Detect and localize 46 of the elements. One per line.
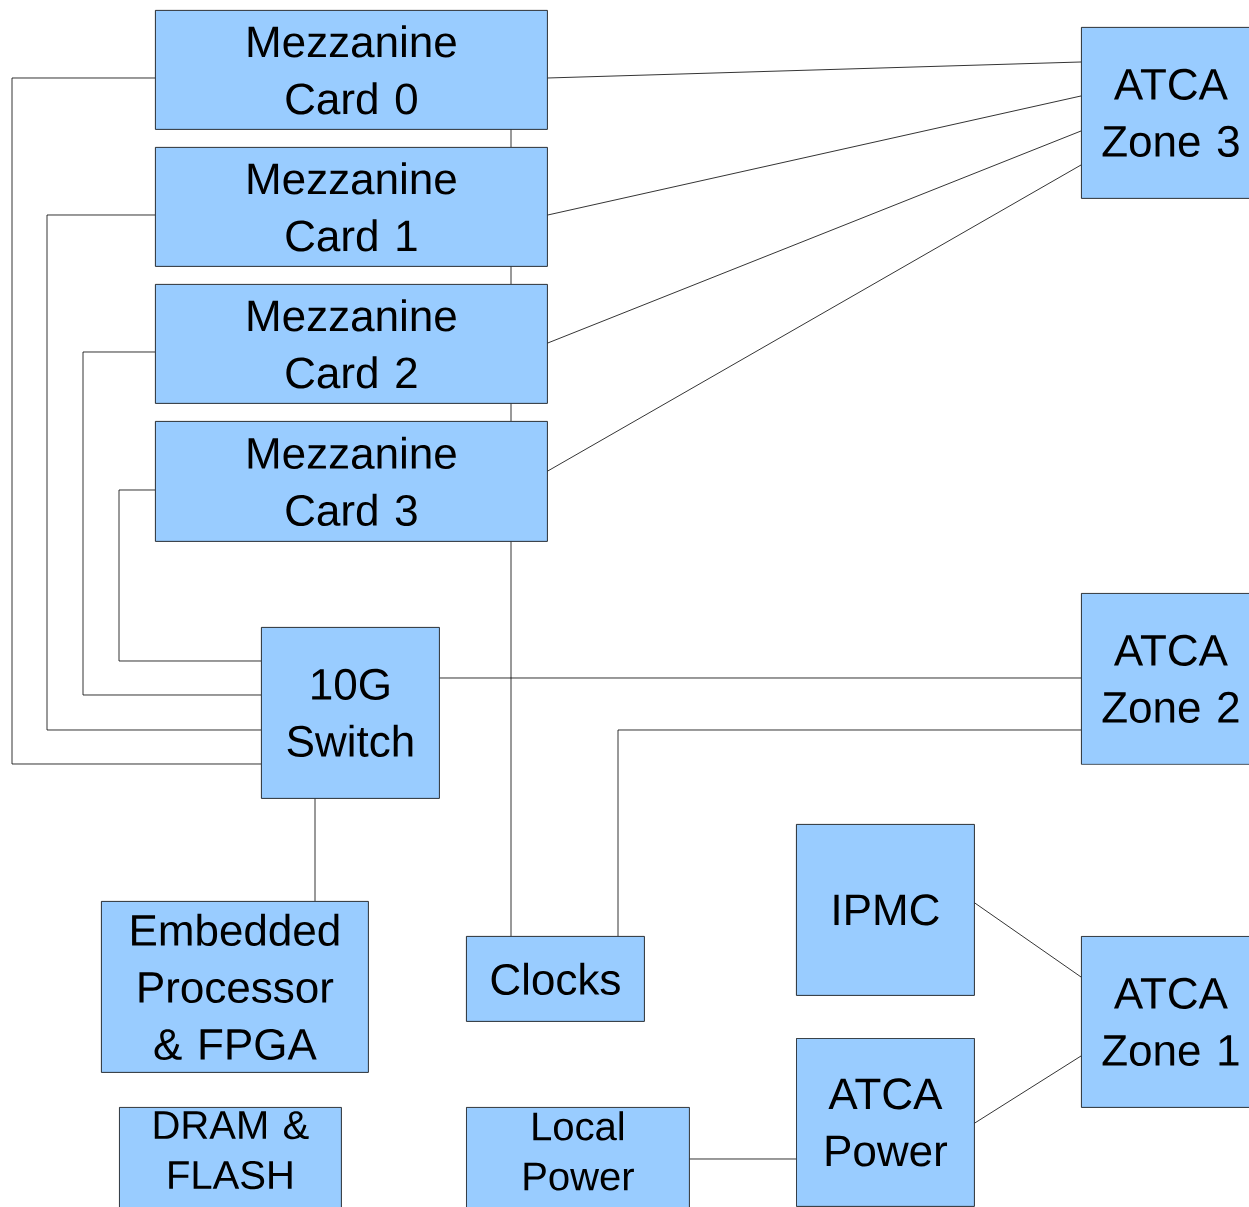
connector-line <box>82 351 262 696</box>
node-label: ATCA Zone 2 <box>1102 634 1239 723</box>
connector-line <box>314 798 316 902</box>
node-label: Clocks <box>491 962 620 996</box>
connector-line <box>510 129 512 148</box>
connector-line <box>547 95 1082 216</box>
node-label: Mezzanine Card 2 <box>248 299 456 389</box>
node-label: Mezzanine Card 1 <box>248 162 456 252</box>
block-box <box>466 1107 690 1207</box>
block-box <box>101 901 369 1073</box>
connector-line <box>510 266 512 285</box>
connector-line <box>617 729 1082 937</box>
connector-line <box>547 130 1082 344</box>
connector-line <box>974 1055 1082 1124</box>
block-box <box>261 627 440 799</box>
block-box <box>1081 593 1249 765</box>
connector-line <box>46 214 262 731</box>
block-box <box>796 824 975 996</box>
node-label: 10G Switch <box>287 668 413 757</box>
block-box <box>155 147 548 267</box>
block-box <box>155 421 548 542</box>
node-label: ATCA Zone 3 <box>1102 68 1239 157</box>
connector-line <box>974 902 1082 978</box>
node-label: Embedded Processor & FPGA <box>132 913 339 1061</box>
block-box <box>466 936 645 1022</box>
block-box <box>796 1038 975 1207</box>
connector-line <box>11 77 262 765</box>
node-label: Mezzanine Card 3 <box>248 436 456 527</box>
node-label: ATCA Power <box>826 1078 948 1167</box>
connector-line <box>510 541 512 937</box>
connector-line <box>689 1158 797 1160</box>
connector-line <box>510 403 512 422</box>
connector-line <box>547 164 1082 472</box>
block-box <box>1081 27 1249 199</box>
block-box <box>1081 936 1249 1108</box>
node-label: Mezzanine Card 0 <box>248 25 456 115</box>
node-label: ATCA Zone 1 <box>1102 977 1239 1066</box>
node-label: Local Power <box>524 1111 634 1191</box>
block-box <box>119 1107 342 1207</box>
connector-line <box>439 677 1082 679</box>
block-box <box>155 10 548 130</box>
node-label: DRAM & FLASH <box>154 1111 309 1190</box>
connector-line <box>547 61 1082 79</box>
node-label: IPMC <box>834 894 939 926</box>
block-box <box>155 284 548 404</box>
connector-line <box>118 489 262 662</box>
